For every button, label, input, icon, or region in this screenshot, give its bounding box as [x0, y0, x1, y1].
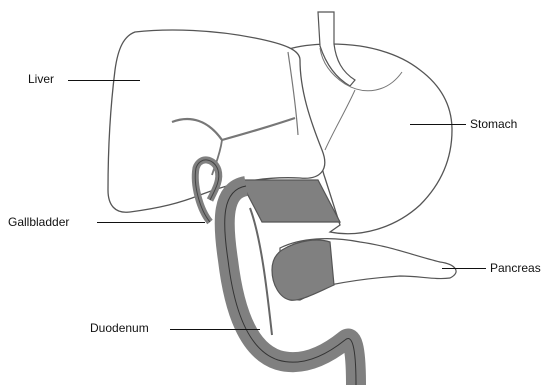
duodenum-upper-shaded — [240, 180, 340, 222]
leader-gallbladder — [97, 222, 205, 223]
label-stomach: Stomach — [470, 118, 517, 130]
label-liver: Liver — [28, 73, 54, 85]
bile-duct — [250, 208, 272, 335]
leader-stomach — [410, 124, 466, 125]
top-caption-fragment — [0, 0, 552, 3]
leader-duodenum — [170, 329, 260, 330]
label-gallbladder: Gallbladder — [8, 216, 69, 228]
leader-liver — [68, 80, 140, 81]
leader-pancreas — [442, 268, 486, 269]
label-pancreas: Pancreas — [490, 262, 541, 274]
label-duodenum: Duodenum — [90, 322, 149, 334]
